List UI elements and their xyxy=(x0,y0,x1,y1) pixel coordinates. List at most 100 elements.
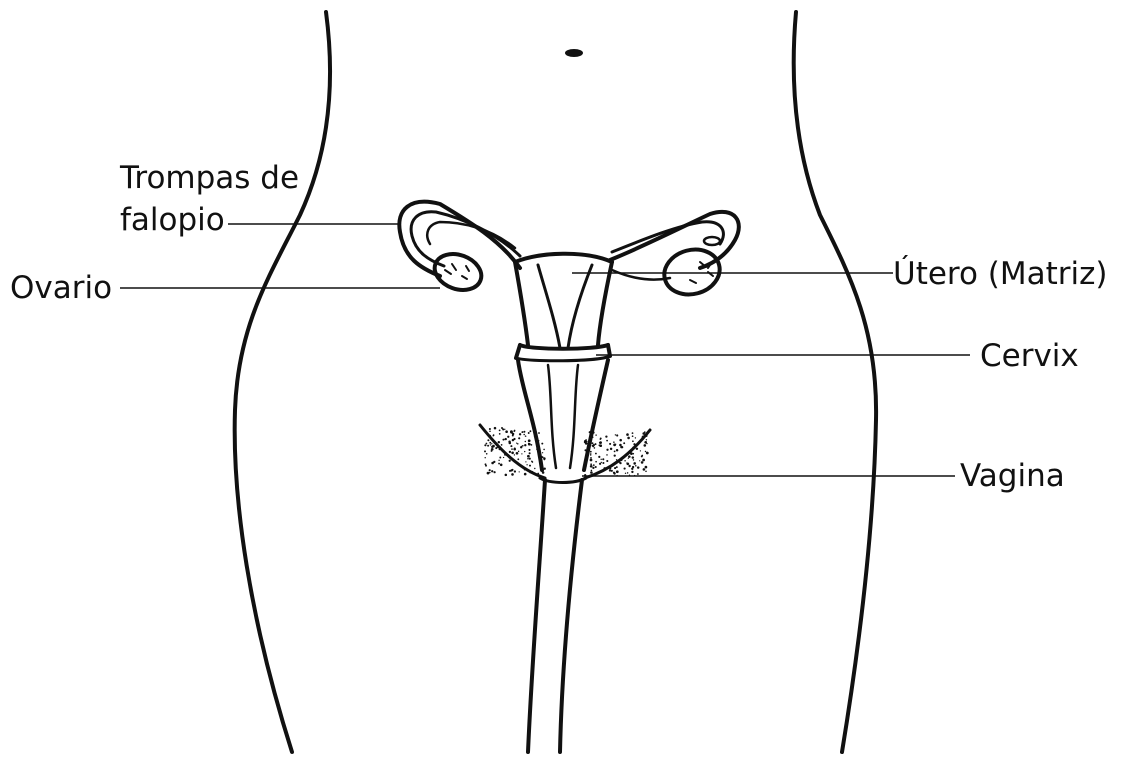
stipple-dot xyxy=(489,469,491,471)
stipple-dot xyxy=(491,450,493,452)
stipple-dot xyxy=(501,427,503,429)
stipple-dot xyxy=(635,437,636,438)
stipple-dot xyxy=(528,432,530,434)
stipple-dot xyxy=(616,459,617,460)
stipple-dot xyxy=(615,434,616,435)
stipple-dot xyxy=(538,452,540,454)
stipple-dot xyxy=(632,456,634,458)
stipple-dot xyxy=(529,458,531,460)
stipple-dot xyxy=(491,462,494,465)
stipple-dot xyxy=(487,439,489,441)
stipple-dot xyxy=(599,463,601,465)
stipple-dot xyxy=(590,471,593,474)
right-ovary xyxy=(659,244,724,301)
stipple-dot xyxy=(527,458,529,460)
stipple-dot xyxy=(486,453,488,455)
stipple-dot xyxy=(586,441,588,443)
stipple-dot xyxy=(646,439,647,440)
stipple-dot xyxy=(538,440,539,441)
stipple-dot xyxy=(634,446,636,448)
stipple-dot xyxy=(609,467,611,469)
stipple-dot xyxy=(595,434,596,435)
stipple-dot xyxy=(541,456,542,457)
stipple-dot xyxy=(490,444,491,445)
stipple-dot xyxy=(593,464,595,466)
left-fallopian-tube xyxy=(399,202,520,276)
stipple-dot xyxy=(616,466,618,468)
stipple-dot xyxy=(647,432,648,433)
stipple-dot xyxy=(633,462,636,465)
stipple-dot xyxy=(505,430,508,433)
stipple-dot xyxy=(541,443,543,445)
stipple-dot xyxy=(595,466,597,468)
stipple-dot xyxy=(645,451,646,452)
stipple-dot xyxy=(489,437,490,438)
stipple-dot xyxy=(590,457,592,459)
stipple-dot xyxy=(518,437,520,439)
stipple-dot xyxy=(531,471,533,473)
stipple-dot xyxy=(613,472,615,474)
stipple-dot xyxy=(630,452,633,455)
stipple-dot xyxy=(525,461,526,462)
stipple-dot xyxy=(544,468,546,470)
stipple-dot xyxy=(632,447,634,449)
uterus xyxy=(515,254,612,348)
stipple-dot xyxy=(641,455,643,457)
stipple-dot xyxy=(592,467,594,469)
stipple-dot xyxy=(538,444,540,446)
stipple-dot xyxy=(601,462,602,463)
stipple-dot xyxy=(511,451,514,454)
stipple-dot xyxy=(498,446,499,447)
inner-thigh-left xyxy=(528,480,545,752)
stipple-dot xyxy=(611,470,613,472)
stipple-dot xyxy=(485,465,487,467)
stipple-dot xyxy=(614,467,616,469)
stipple-dot xyxy=(615,444,616,445)
stipple-dot xyxy=(585,442,588,445)
stipple-dot xyxy=(602,458,604,460)
stipple-dot xyxy=(531,461,533,463)
stipple-dot xyxy=(599,442,601,444)
stipple-dot xyxy=(542,471,545,474)
stipple-dot xyxy=(528,443,529,444)
stipple-dot xyxy=(590,453,591,454)
stipple-dot xyxy=(503,457,504,458)
stipple-dot xyxy=(542,452,543,453)
label-ovario: Ovario xyxy=(10,270,112,306)
stipple-dot xyxy=(504,454,506,456)
stipple-dot xyxy=(486,443,488,445)
stipple-dot xyxy=(516,452,519,455)
stipple-dot xyxy=(512,439,514,441)
stipple-dot xyxy=(521,453,522,454)
stipple-dot xyxy=(606,440,608,442)
stipple-dot xyxy=(585,466,586,467)
stipple-dot xyxy=(511,473,514,476)
stipple-dot xyxy=(527,455,530,458)
stipple-dot xyxy=(514,454,515,455)
stipple-dot xyxy=(513,430,515,432)
navel xyxy=(565,49,583,57)
stipple-dot xyxy=(636,448,638,450)
stipple-dot xyxy=(534,436,536,438)
stipple-dot xyxy=(639,441,640,442)
stipple-dot xyxy=(614,454,616,456)
stipple-dot xyxy=(521,431,523,433)
stipple-dot xyxy=(526,464,527,465)
stipple-dot xyxy=(525,441,526,442)
stipple-dot xyxy=(599,444,602,447)
stipple-dot xyxy=(509,442,512,445)
stipple-dot xyxy=(524,473,527,476)
stipple-dot xyxy=(626,433,629,436)
stipple-dot xyxy=(595,453,597,455)
stipple-dot xyxy=(623,442,625,444)
stipple-dot xyxy=(487,472,490,475)
cervix xyxy=(516,345,610,361)
stipple-dot xyxy=(586,458,587,459)
stipple-dot xyxy=(610,448,612,450)
stipple-dot xyxy=(589,450,590,451)
stipple-dot xyxy=(498,460,499,461)
stipple-dot xyxy=(619,439,622,442)
stipple-dot xyxy=(626,462,629,465)
stipple-dot xyxy=(537,473,539,475)
